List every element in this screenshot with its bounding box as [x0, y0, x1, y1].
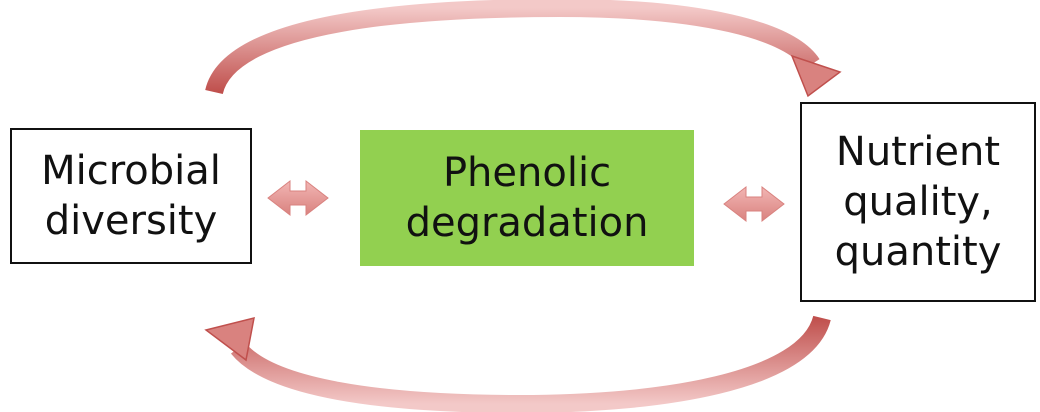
node-phenolic-degradation: Phenolic degradation	[360, 130, 694, 266]
node-label-line: quality,	[843, 179, 993, 225]
node-nutrient-quality-quantity: Nutrient quality, quantity	[800, 102, 1036, 302]
node-label-line: quantity	[834, 229, 1002, 275]
node-label-line: diversity	[44, 198, 218, 244]
double-arrow-center-right	[723, 185, 785, 223]
curved-arrow-top	[205, 0, 842, 98]
node-label-line: Nutrient	[835, 129, 1001, 175]
node-label-line: degradation	[405, 200, 649, 246]
curved-arrow-bottom	[204, 315, 831, 412]
node-label-line: Phenolic	[442, 150, 612, 196]
node-label-line: Microbial	[41, 148, 221, 194]
double-arrow-left-center	[267, 179, 329, 217]
node-microbial-diversity: Microbial diversity	[10, 128, 252, 264]
